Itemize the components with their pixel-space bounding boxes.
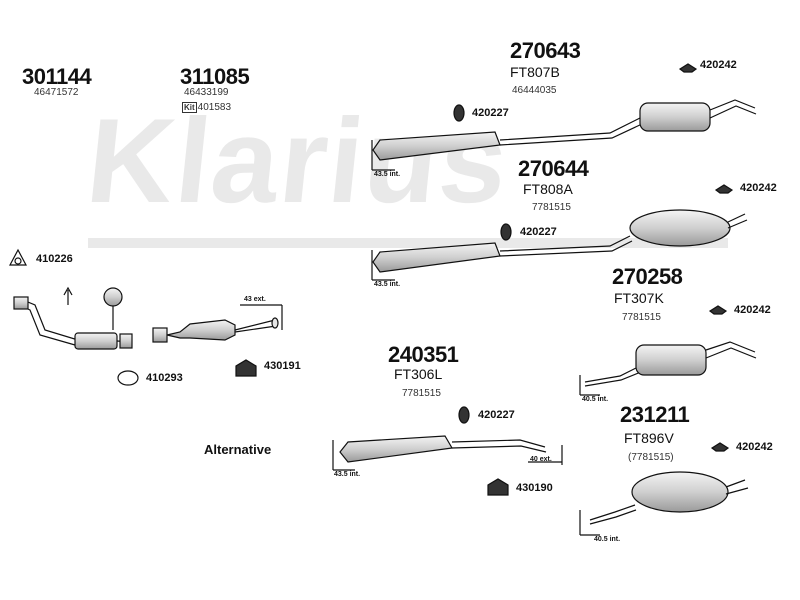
part-number: 301144 [22, 64, 92, 89]
ref-number: 410293 [146, 372, 183, 384]
ref-number: 430191 [264, 360, 301, 372]
ref-number: 420242 [740, 182, 777, 194]
ref-number: 420227 [520, 226, 557, 238]
watermark-bar [88, 238, 728, 248]
rubber-hanger-icon[interactable] [714, 184, 734, 194]
rubber-hanger-icon[interactable] [708, 305, 728, 315]
part-code: FT808A [523, 181, 573, 197]
part-number: 270258 [612, 264, 683, 289]
dimension-label: 40.5 int. [594, 536, 621, 543]
part-number: 240351 [388, 342, 459, 367]
flange-gasket-icon[interactable] [117, 370, 139, 386]
middle-silencer-270644[interactable] [372, 209, 748, 273]
rear-silencer-270258[interactable] [584, 341, 757, 387]
dimension-label: 43 ext. [244, 296, 266, 303]
part-number: 231211 [620, 402, 690, 427]
catalytic-converter-311085[interactable] [103, 287, 279, 343]
rubber-hanger-icon[interactable] [678, 63, 698, 73]
oem-number: 7781515 [622, 312, 661, 323]
part-number: 270643 [510, 38, 581, 63]
ring-gasket-icon[interactable] [453, 104, 465, 122]
middle-silencer-270643[interactable] [372, 99, 757, 161]
part-code: FT307K [614, 290, 664, 306]
alternative-label: Alternative [204, 442, 272, 457]
dim-mark [579, 510, 600, 536]
dim-mark [332, 440, 355, 471]
dim-mark [528, 445, 563, 465]
dimension-label: 43.5 int. [374, 281, 401, 288]
ref-number: 420227 [472, 107, 509, 119]
dim-mark [371, 140, 395, 171]
mounting-clamp-icon[interactable] [235, 359, 257, 377]
part-number: 270644 [518, 156, 589, 181]
oem-number: 7781515 [532, 202, 571, 213]
dimension-label: 43.5 int. [334, 471, 361, 478]
dim-mark [240, 304, 283, 330]
rear-silencer-231211[interactable] [589, 471, 749, 525]
part-code: FT896V [624, 430, 674, 446]
ref-number: 420242 [736, 441, 773, 453]
kit-tag: Kit [182, 102, 197, 113]
ref-number: 420242 [700, 59, 737, 71]
ref-number: 420242 [734, 304, 771, 316]
part-number: 311085 [180, 64, 250, 89]
oem-number: 46471572 [34, 87, 79, 98]
ref-number: 420227 [478, 409, 515, 421]
oem-number: 46444035 [512, 85, 557, 96]
dimension-label: 40 ext. [530, 456, 552, 463]
dimension-label: 40.5 int. [582, 396, 609, 403]
ring-gasket-icon[interactable] [500, 223, 512, 241]
rubber-hanger-icon[interactable] [710, 442, 730, 452]
kit-number: 401583 [197, 102, 232, 113]
front-pipe-301144[interactable] [13, 286, 133, 350]
dim-mark [371, 250, 395, 281]
part-code: FT306L [394, 366, 443, 382]
part-code: FT807B [510, 64, 560, 80]
rear-silencer-240351[interactable] [339, 435, 547, 463]
ref-number: 410226 [36, 253, 73, 265]
mounting-clamp-icon[interactable] [487, 478, 509, 496]
oem-number: 46433199 [184, 87, 229, 98]
dimension-label: 43.5 int. [374, 171, 401, 178]
ring-gasket-icon[interactable] [458, 406, 470, 424]
oem-number: (7781515) [628, 452, 674, 463]
dim-mark [579, 375, 600, 396]
oem-number: 7781515 [402, 388, 441, 399]
ref-number: 430190 [516, 482, 553, 494]
